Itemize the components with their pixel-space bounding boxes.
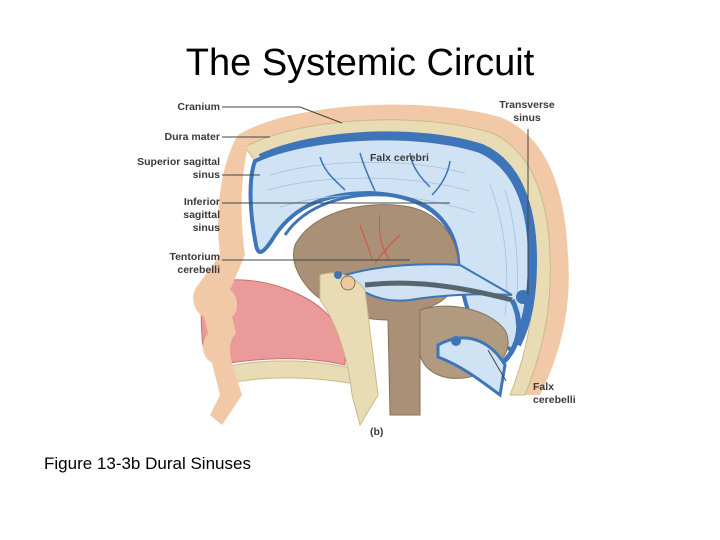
superior-sagittal-sinus — [258, 131, 538, 347]
falx-cerebelli-region — [436, 336, 507, 398]
nasal-cavity — [200, 279, 346, 366]
inferior-sagittal-sinus — [283, 193, 460, 256]
label-panel-b: (b) — [370, 426, 383, 438]
figure-caption: Figure 13-3b Dural Sinuses — [44, 454, 251, 473]
label-transverse-line1: Transverse — [499, 99, 555, 111]
cerebral-veins — [319, 152, 451, 196]
head-sagittal-section: Cranium Dura mater Superior sagittal sin… — [137, 99, 576, 438]
dural-sinuses-illustration: Cranium Dura mater Superior sagittal sin… — [120, 95, 600, 440]
leader-lines — [222, 106, 529, 382]
label-superior-sagittal-line1: Superior sagittal — [137, 156, 220, 168]
label-transverse-line2: sinus — [513, 112, 541, 124]
label-falx-cerebri: Falx cerebri — [370, 152, 429, 164]
label-inferior-sagittal-line3: sinus — [193, 222, 221, 234]
face-profile — [193, 135, 248, 425]
label-tentorium-line1: Tentorium — [169, 251, 220, 263]
label-superior-sagittal-line2: sinus — [193, 169, 221, 181]
label-cranium: Cranium — [177, 101, 220, 113]
pituitary — [340, 275, 356, 291]
label-tentorium-line2: cerebelli — [177, 264, 220, 276]
label-inferior-sagittal-line1: Inferior — [184, 196, 220, 208]
palate — [224, 360, 361, 386]
transverse-sinus-channel — [498, 298, 522, 367]
transverse-sinus-node — [516, 290, 530, 304]
slide-title: The Systemic Circuit — [185, 42, 535, 84]
label-falx-cerebelli-line1: Falx — [533, 381, 554, 393]
cavernous-sinus-node — [334, 271, 342, 279]
label-falx-cerebelli-line2: cerebelli — [533, 394, 576, 406]
label-inferior-sagittal-line2: sagittal — [183, 209, 220, 221]
straight-sinus — [364, 280, 513, 303]
arteries — [359, 214, 401, 264]
occipital-sinus-node — [451, 336, 461, 346]
label-dura-mater: Dura mater — [165, 131, 220, 143]
